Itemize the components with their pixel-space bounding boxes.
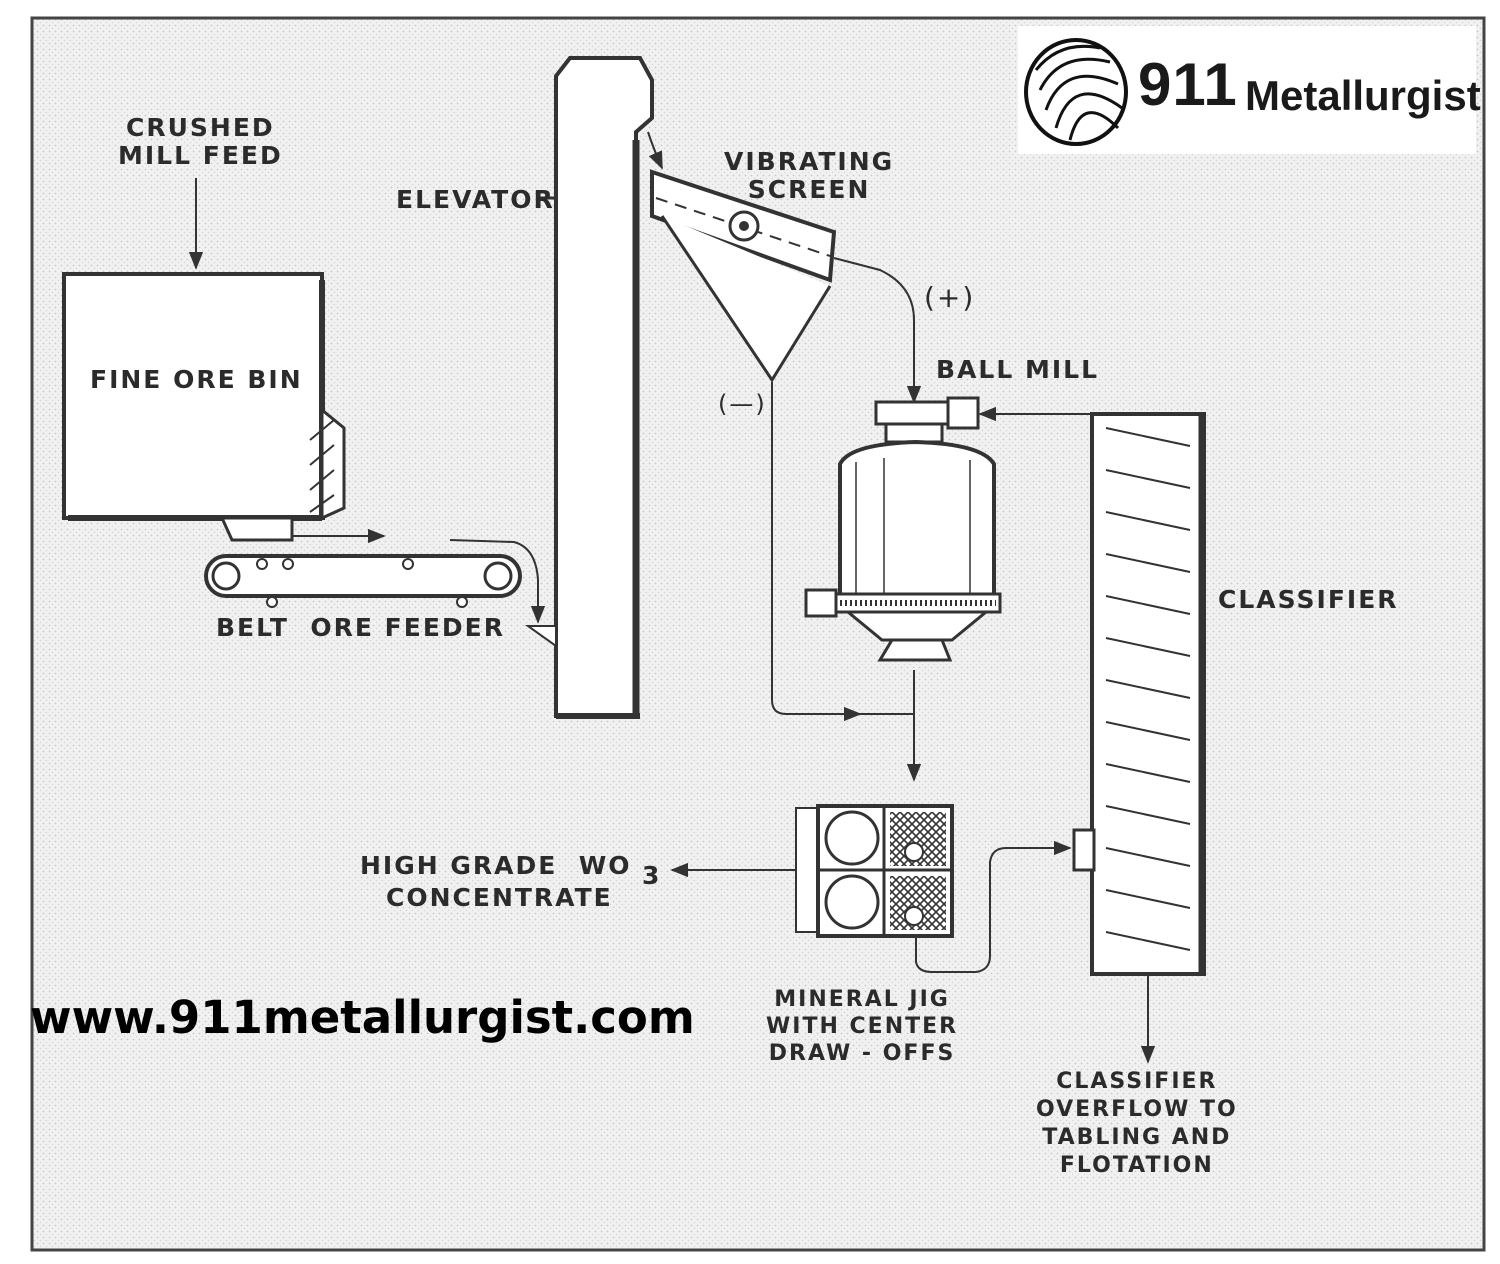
classifier-overflow-label: CLASSIFIER OVERFLOW TO TABLING AND FLOTA… [1036, 1069, 1238, 1178]
fine-ore-bin-label: FINE ORE BIN [90, 365, 303, 394]
oversize-flow [833, 257, 922, 404]
belt-ore-feeder-label: BELT ORE FEEDER [216, 613, 505, 642]
classifier-label: CLASSIFIER [1218, 585, 1399, 614]
logo-number: 911 [1138, 51, 1238, 118]
undersize-label: (—) [718, 390, 767, 418]
website-url: www.911metallurgist.com [30, 991, 695, 1044]
undersize-flow [771, 382, 862, 722]
high-grade-label: HIGH GRADE WO [360, 851, 632, 880]
wo3-subscript: 3 [642, 861, 662, 890]
mineral-jig [795, 804, 954, 938]
belt-ore-feeder [204, 554, 522, 608]
vibrating-screen-label: VIBRATING SCREEN [724, 147, 895, 204]
logo-name: Metallurgist [1245, 72, 1481, 119]
vibrating-screen [650, 169, 837, 383]
ball-mill [804, 396, 1002, 662]
elevator [524, 56, 654, 719]
classifier [1072, 412, 1206, 976]
belt-to-elevator-flow [449, 539, 546, 624]
ball-mill-label: BALL MILL [936, 355, 1100, 384]
oversize-label: (+) [924, 281, 976, 314]
fine-ore-bin [62, 272, 346, 542]
crushed-mill-feed-label: CRUSHED MILL FEED [118, 113, 283, 170]
mineral-jig-label: MINERAL JIG WITH CENTER DRAW - OFFS [766, 987, 959, 1066]
concentrate-label: CONCENTRATE [386, 883, 613, 912]
logo-emblem-icon [1024, 38, 1128, 146]
jig-to-classifier-flow [915, 840, 1072, 973]
elevator-label: ELEVATOR [396, 185, 555, 214]
elevator-to-screen-flow [647, 131, 663, 170]
